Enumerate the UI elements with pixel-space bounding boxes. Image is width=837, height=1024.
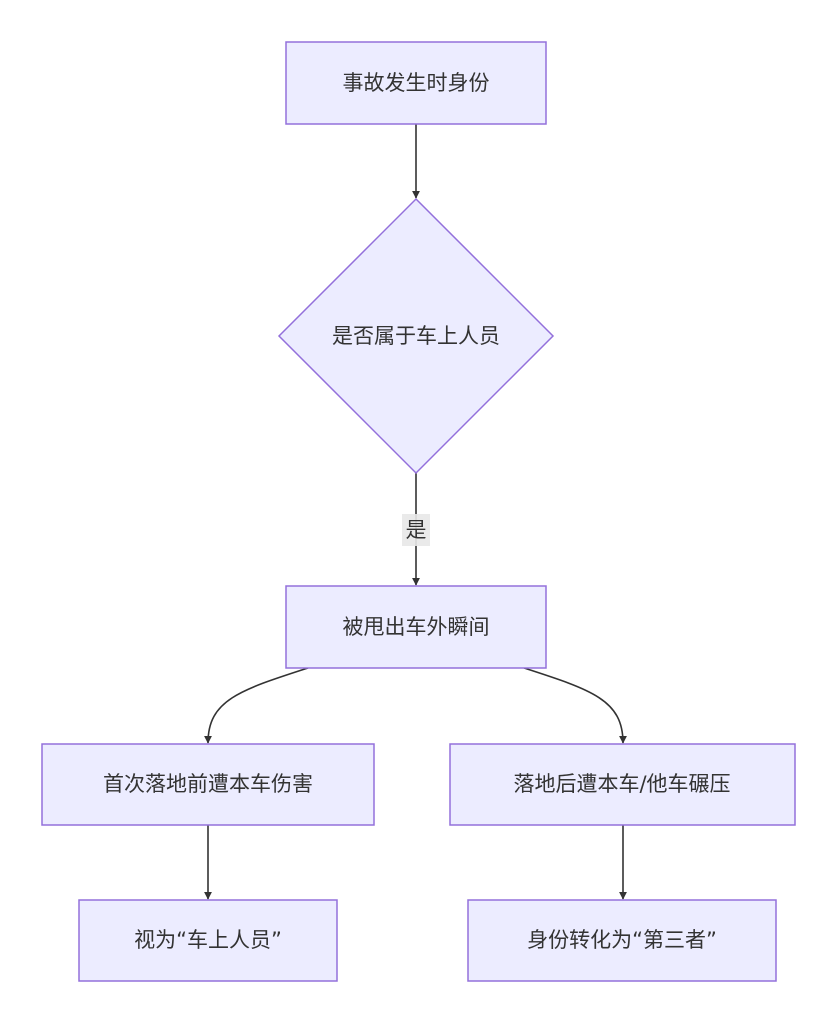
node-is-vehicle-occupant-label: 是否属于车上人员 xyxy=(332,324,500,348)
node-becomes-third-party-label: 身份转化为“第三者” xyxy=(527,928,717,952)
node-deemed-occupant[interactable]: 视为“车上人员” xyxy=(78,899,338,982)
node-identity-at-accident[interactable]: 事故发生时身份 xyxy=(285,41,547,125)
node-run-over-after-landing[interactable]: 落地后遭本车/他车碾压 xyxy=(449,743,796,826)
node-injured-before-landing-label: 首次落地前遭本车伤害 xyxy=(103,772,313,796)
edge-thrown-to-left xyxy=(204,667,309,744)
edge-label-yes-text: 是 xyxy=(406,518,427,542)
node-thrown-out-moment[interactable]: 被甩出车外瞬间 xyxy=(285,585,547,669)
node-is-vehicle-occupant[interactable]: 是否属于车上人员 xyxy=(277,197,555,475)
node-identity-at-accident-label: 事故发生时身份 xyxy=(343,71,490,95)
node-becomes-third-party[interactable]: 身份转化为“第三者” xyxy=(467,899,777,982)
node-run-over-after-landing-label: 落地后遭本车/他车碾压 xyxy=(513,772,730,796)
node-injured-before-landing[interactable]: 首次落地前遭本车伤害 xyxy=(41,743,375,826)
node-deemed-occupant-label: 视为“车上人员” xyxy=(134,928,282,952)
node-thrown-out-moment-label: 被甩出车外瞬间 xyxy=(343,615,490,639)
edge-thrown-to-right xyxy=(523,667,627,744)
edge-label-yes: 是 xyxy=(402,514,430,546)
